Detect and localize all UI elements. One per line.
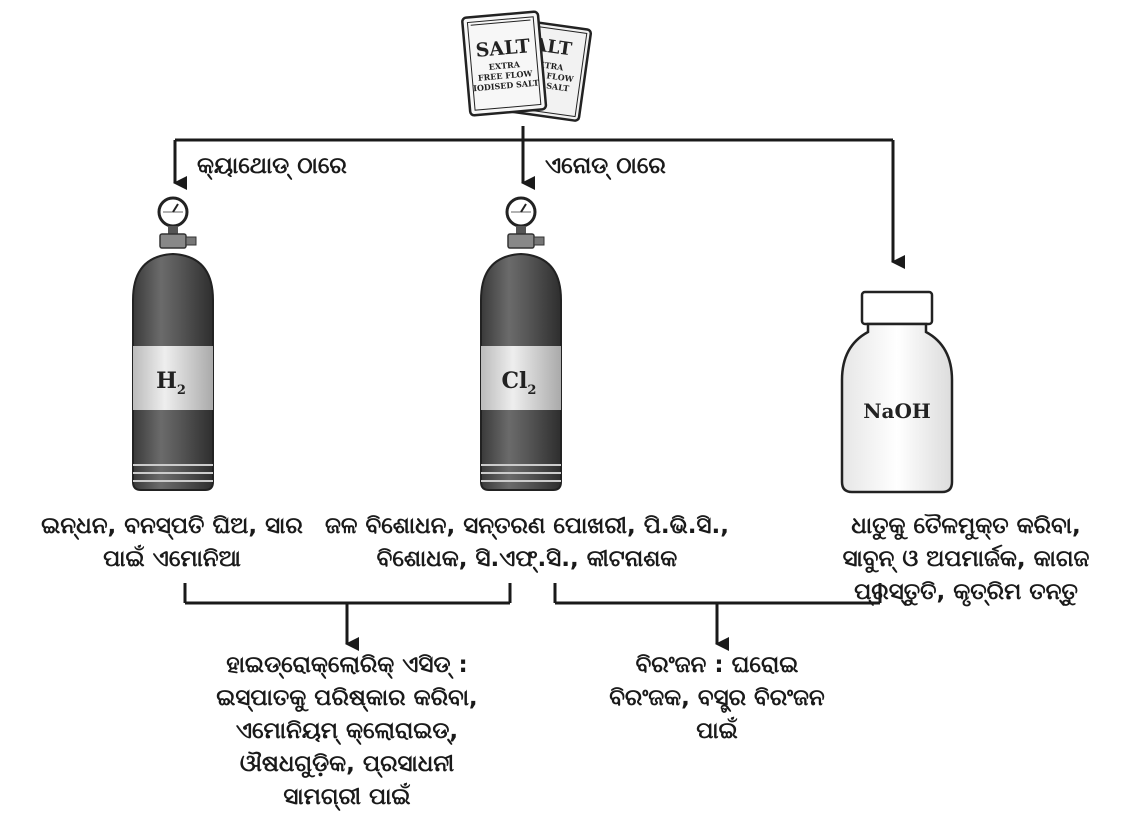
naoh-use-line: ସାବୁନ୍ ଓ ଅପମାର୍ଜକ, କାଗଜ <box>843 544 1090 573</box>
bleach-connector <box>553 583 882 651</box>
cl2-formula-subscript: 2 <box>527 383 536 398</box>
hcl-line: ହାଇଡ୍ରୋକ୍ଲୋରିକ୍ ଏସିଡ୍ : <box>226 652 467 679</box>
top-connector <box>173 126 905 269</box>
bleach-uses: ବିରଂଜନ : ଘରୋଇ ବିରଂଜକ, ବସ୍ତ୍ର ବିରଂଜନ ପାଇଁ <box>609 652 825 744</box>
salt-brand: SALT <box>475 35 531 62</box>
naoh-uses: ଧାତୁକୁ ତୈଳମୁକ୍ତ କରିବା, ସାବୁନ୍ ଓ ଅପମାର୍ଜକ… <box>843 513 1090 607</box>
naoh-use-line: ପ୍ରସ୍ତୁତି, କୃତ୍ରିମ ତନ୍ତୁ <box>854 579 1078 607</box>
hcl-connector <box>183 583 512 651</box>
naoh-formula: NaOH <box>863 399 931 423</box>
cl2-formula: Cl2 <box>502 368 537 398</box>
cl2-cylinder: Cl2 <box>480 196 562 491</box>
salt-line-1: EXTRA <box>488 59 521 72</box>
cathode-label: କ୍ୟାଥୋଡ୍ ଠାରେ <box>197 153 347 180</box>
h2-formula-subscript: 2 <box>177 383 186 398</box>
bleach-line: ବିରଂଜକ, ବସ୍ତ୍ର ବିରଂଜନ <box>609 685 825 713</box>
hcl-line: ସାମଗ୍ରୀ ପାଇଁ <box>283 782 410 811</box>
salt-packet-icon: ALT EXTRA FREE FLOW ISED SALT SALT EXTRA… <box>461 10 593 122</box>
cl2-uses: ଜଳ ବିଶୋଧନ, ସନ୍ତରଣ ପୋଖରୀ, ପି.ଭି.ସି., ବିଶୋ… <box>325 513 729 573</box>
cl2-use-line: ଜଳ ବିଶୋଧନ, ସନ୍ତରଣ ପୋଖରୀ, ପି.ଭି.ସି., <box>325 513 729 540</box>
h2-use-line: ପାଇଁ ଏମୋନିଆ <box>103 544 241 572</box>
bleach-line: ବିରଂଜନ : ଘରୋଇ <box>636 652 799 678</box>
cl2-formula-main: Cl <box>502 368 528 394</box>
bleach-line: ପାଇଁ <box>696 716 738 744</box>
naoh-use-line: ଧାତୁକୁ ତୈଳମୁକ୍ତ କରିବା, <box>851 513 1080 540</box>
pressure-gauge-icon <box>157 196 197 249</box>
salt-line-2: FREE FLOW <box>478 68 534 83</box>
bottle-icon: NaOH <box>840 290 954 494</box>
h2-formula-main: H <box>156 368 177 394</box>
anode-label: ଏନୋଡ୍ ଠାରେ <box>545 153 666 180</box>
hcl-line: ଔଷଧଗୁଡ଼ିକ, ପ୍ରସାଧନୀ <box>240 751 454 778</box>
h2-formula: H2 <box>156 368 186 398</box>
h2-uses: ଇନ୍ଧନ, ବନସ୍ପତି ଘିଅ, ସାର ପାଇଁ ଏମୋନିଆ <box>41 513 303 572</box>
hcl-line: ଏମୋନିୟମ୍ କ୍ଲୋରାଇଡ୍, <box>236 718 458 745</box>
h2-cylinder: H2 <box>132 196 214 491</box>
pressure-gauge-icon <box>505 196 545 249</box>
hcl-uses: ହାଇଡ୍ରୋକ୍ଲୋରିକ୍ ଏସିଡ୍ : ଇସ୍ପାତକୁ ପରିଷ୍କା… <box>216 652 477 811</box>
cl2-use-line: ବିଶୋଧକ, ସି.ଏଫ୍.ସି., କୀଟନାଶକ <box>377 546 678 573</box>
hcl-line: ଇସ୍ପାତକୁ ପରିଷ୍କାର କରିବା, <box>216 685 477 712</box>
h2-use-line: ଇନ୍ଧନ, ବନସ୍ପତି ଘିଅ, ସାର <box>41 513 303 540</box>
